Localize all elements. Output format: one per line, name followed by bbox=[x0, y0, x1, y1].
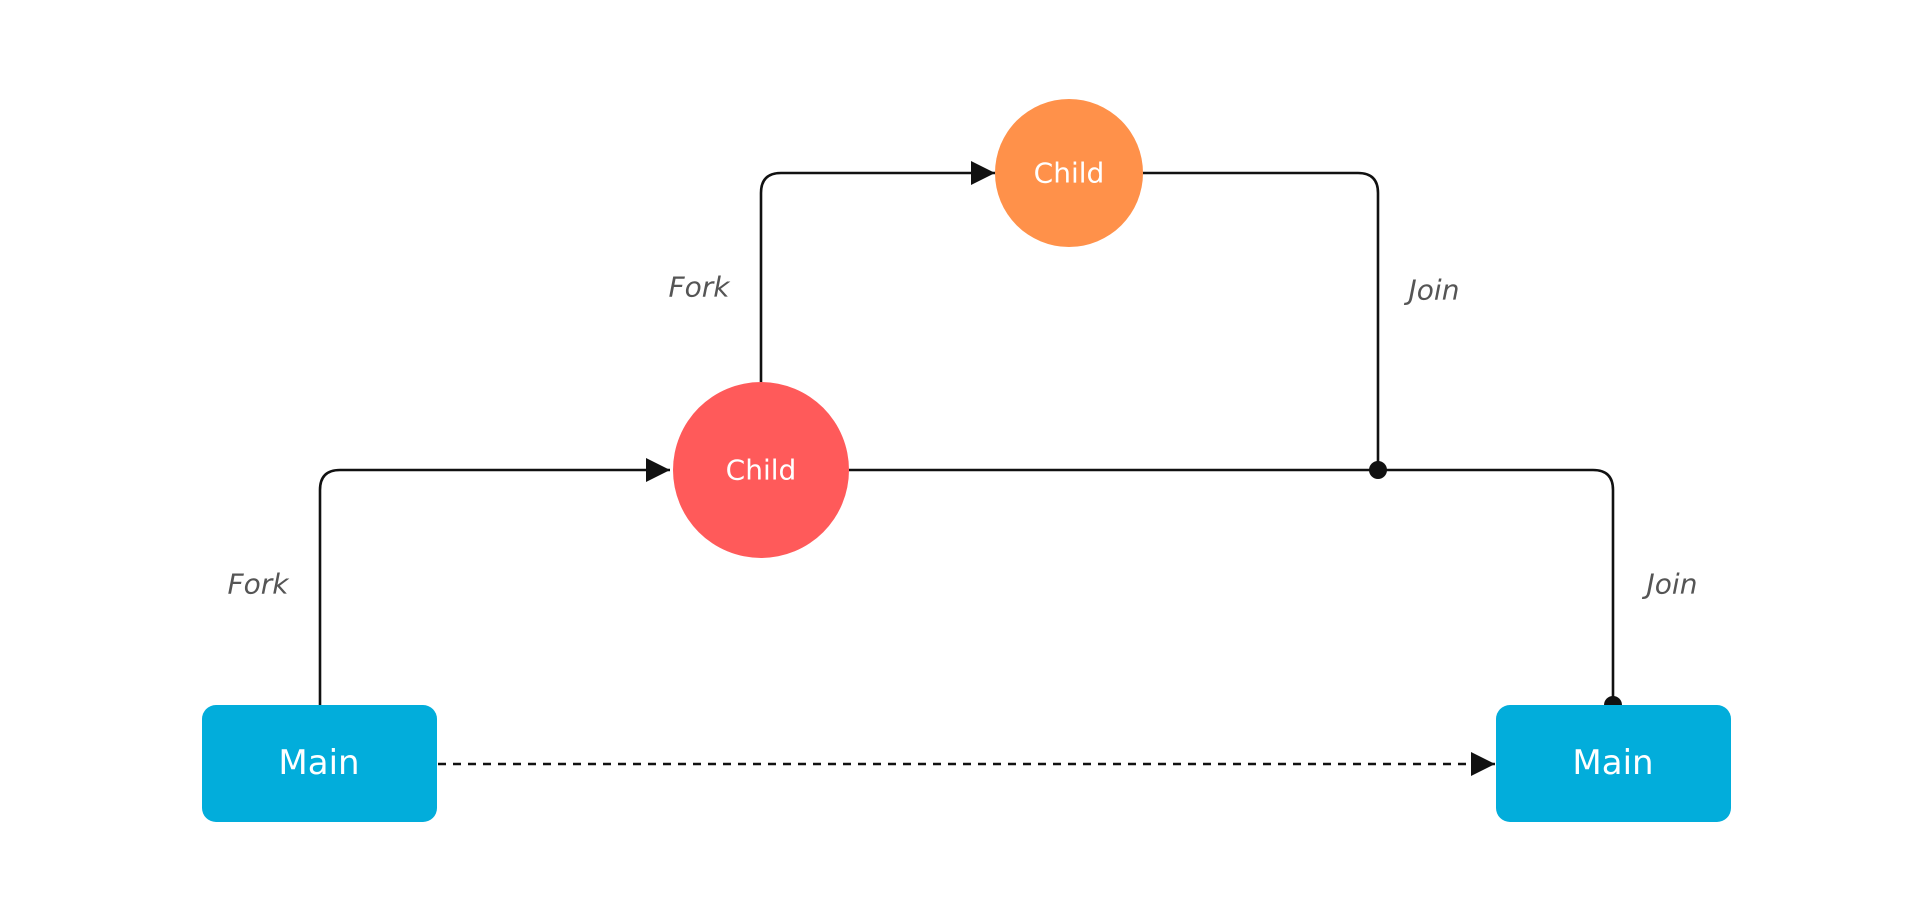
edge-label-join-2: Join bbox=[1642, 568, 1698, 601]
edge-fork-main-to-child bbox=[318, 458, 670, 707]
node-child-red-circle bbox=[673, 382, 849, 558]
node-child-orange-circle bbox=[995, 99, 1143, 247]
edge-label-join-1: Join bbox=[1404, 274, 1460, 307]
edge-fork-child-to-child bbox=[759, 161, 995, 382]
node-child-orange[interactable]: Child bbox=[995, 99, 1143, 247]
edge-label-fork-1: Fork bbox=[228, 568, 291, 601]
node-main-start-box bbox=[202, 705, 437, 822]
node-child-orange-label: Child bbox=[1034, 157, 1105, 190]
node-main-start[interactable]: Main bbox=[202, 705, 437, 822]
edge-label-fork-2: Fork bbox=[669, 271, 732, 304]
node-main-start-label: Main bbox=[278, 743, 359, 783]
node-main-end-label: Main bbox=[1572, 743, 1653, 783]
join-dot-child bbox=[1369, 461, 1387, 479]
edge-join-child-to-child bbox=[1143, 171, 1380, 470]
node-child-red[interactable]: Child bbox=[673, 382, 849, 558]
node-child-red-label: Child bbox=[726, 454, 797, 487]
node-main-end[interactable]: Main bbox=[1496, 705, 1731, 822]
edge-join-child-to-main bbox=[849, 468, 1615, 705]
node-main-end-box bbox=[1496, 705, 1731, 822]
